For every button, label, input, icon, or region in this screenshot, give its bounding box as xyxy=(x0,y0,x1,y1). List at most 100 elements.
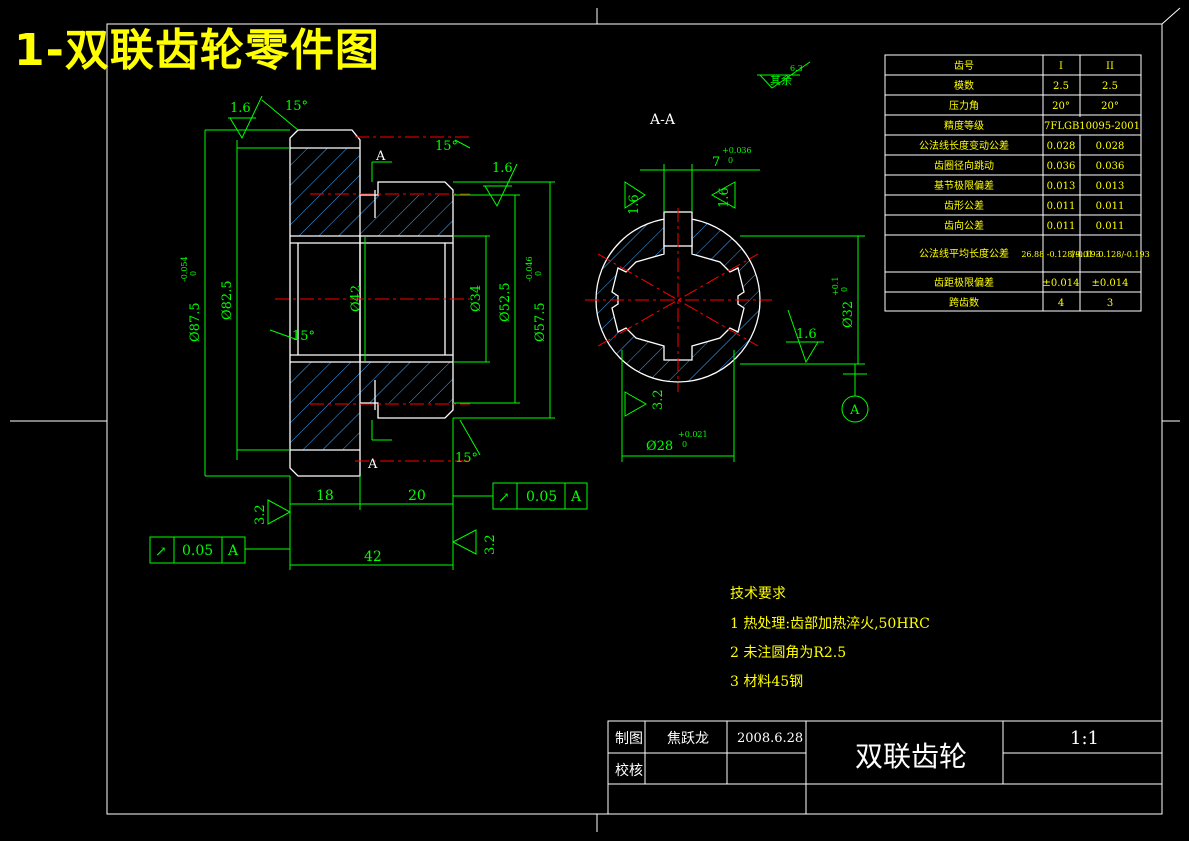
tech-item: 1 热处理:齿部加热淬火,50HRC xyxy=(730,616,930,632)
table-value: 0.036 xyxy=(1047,161,1076,172)
table-value: ±0.014 xyxy=(1091,278,1128,289)
dim-d28-tol0: 0 xyxy=(682,440,687,449)
table-label: 精度等级 xyxy=(944,119,984,132)
page-title: 1-双联齿轮零件图 xyxy=(14,25,380,76)
spline-dimension-lines xyxy=(621,164,869,462)
table-label: 公法线长度变动公差 xyxy=(919,139,1009,152)
dim-d57-5-tol0: 0 xyxy=(534,271,543,276)
angle-3: 15° xyxy=(435,139,458,154)
table-header-2: II xyxy=(1106,61,1114,72)
dim-d57-5-tol: -0.046 xyxy=(525,256,534,282)
roughness-symbols xyxy=(228,61,811,555)
title-block-text: 制图 焦跃龙 2008.6.28 校核 双联齿轮 1:1 xyxy=(615,728,1099,779)
tech-heading: 技术要求 xyxy=(730,586,786,602)
table-value: ±0.014 xyxy=(1042,278,1079,289)
table-value: 0.011 xyxy=(1096,221,1125,232)
cut-label-top: A xyxy=(375,149,386,164)
spline-centerlines xyxy=(585,208,772,392)
roughness-1: 1.6 xyxy=(230,101,251,116)
drawn-name: 焦跃龙 xyxy=(667,731,709,747)
dim-d87-5-tol: -0.054 xyxy=(180,256,189,282)
dim-d32-tol: +0.1 xyxy=(831,277,840,296)
table-value: 3 xyxy=(1107,298,1113,309)
gdt-frame-1: ↗ 0.05 A xyxy=(149,536,246,564)
roughness-4: 3.2 xyxy=(483,534,498,555)
table-value: 2.5 xyxy=(1102,81,1118,92)
table-label: 齿向公差 xyxy=(944,219,984,232)
gdt-2-datum: A xyxy=(570,489,582,505)
table-header-1: I xyxy=(1059,61,1063,72)
table-value: 26.88 -0.128/-0.193 xyxy=(1021,250,1100,259)
dim-key-7-tol: +0.036 xyxy=(722,146,752,155)
dim-d34: Ø34 xyxy=(469,285,484,312)
table-value: 0.011 xyxy=(1096,201,1125,212)
dim-d28-tol: +0.021 xyxy=(678,430,708,439)
cut-label-bottom: A xyxy=(367,457,378,472)
gdt-2-value: 0.05 xyxy=(526,489,557,505)
dimension-texts: 其余 6.3 A-A A A A 1.6 1.6 3.2 3.2 1.6 1.6… xyxy=(180,64,860,565)
roughness-6: 1.6 xyxy=(717,187,732,208)
dim-d32-tol0: 0 xyxy=(840,287,849,292)
angle-1: 15° xyxy=(285,99,308,114)
roughness-5: 1.6 xyxy=(627,194,642,215)
gear-table-text: 齿号 I II 模数 2.5 2.5 压力角 20° 20° 精度等级 7FLG… xyxy=(919,60,1150,309)
gdt-1-datum: A xyxy=(227,543,239,559)
table-label: 跨齿数 xyxy=(949,296,979,309)
dim-d82-5: Ø82.5 xyxy=(220,280,235,320)
dim-d87-5-tol0: 0 xyxy=(189,271,198,276)
table-label: 齿距极限偏差 xyxy=(934,276,994,289)
drawn-label: 制图 xyxy=(615,731,643,747)
table-label: 模数 xyxy=(954,79,974,92)
table-label: 压力角 xyxy=(949,99,979,112)
gdt-1-symbol: ↗ xyxy=(155,544,167,560)
drawing-frame xyxy=(10,7,1181,832)
tech-item: 2 未注圆角为R2.5 xyxy=(730,645,846,661)
table-value: 4 xyxy=(1058,298,1064,309)
gdt-2-symbol: ↗ xyxy=(498,490,510,506)
angle-2: 15° xyxy=(292,329,315,344)
section-centerlines xyxy=(275,136,470,462)
table-value: 7FLGB10095-2001 xyxy=(1044,121,1140,132)
table-label: 公法线平均长度公差 xyxy=(919,247,1009,260)
section-dimension-lines xyxy=(204,99,555,570)
part-name: 双联齿轮 xyxy=(855,740,967,773)
table-value: 19.01 -0.128/-0.193 xyxy=(1070,250,1149,259)
section-view-outline xyxy=(289,129,454,477)
technical-requirements: 技术要求 1 热处理:齿部加热淬火,50HRC 2 未注圆角为R2.5 3 材料… xyxy=(730,586,930,690)
section-view-hatch xyxy=(290,148,453,450)
dim-len-20: 20 xyxy=(408,488,426,504)
table-value: 0.013 xyxy=(1047,181,1076,192)
dim-d57-5: Ø57.5 xyxy=(533,302,548,342)
roughness-7: 1.6 xyxy=(796,327,817,342)
title-block xyxy=(607,720,1163,815)
table-label: 基节极限偏差 xyxy=(934,179,994,192)
surface-finish-other: 其余 xyxy=(770,73,792,87)
dim-d87-5: Ø87.5 xyxy=(188,302,203,342)
angle-4: 15° xyxy=(455,451,478,466)
gdt-1-value: 0.05 xyxy=(182,543,213,559)
table-value: 20° xyxy=(1052,101,1070,112)
dim-key-7: 7 xyxy=(712,155,720,170)
table-header-0: 齿号 xyxy=(954,60,974,72)
dim-d42: Ø42 xyxy=(349,285,364,312)
surface-finish-other-value: 6.3 xyxy=(790,64,803,73)
table-value: 0.011 xyxy=(1047,221,1076,232)
drawn-date: 2008.6.28 xyxy=(737,731,803,746)
scale: 1:1 xyxy=(1070,728,1099,749)
gear-parameter-table xyxy=(884,54,1142,312)
table-label: 齿形公差 xyxy=(944,199,984,212)
dim-len-18: 18 xyxy=(316,488,334,504)
dim-len-42: 42 xyxy=(364,549,382,565)
table-value: 0.028 xyxy=(1096,141,1125,152)
table-value: 0.013 xyxy=(1096,181,1125,192)
gdt-frame-2: ↗ 0.05 A xyxy=(492,482,588,510)
section-label: A-A xyxy=(649,112,676,128)
dim-d32: Ø32 xyxy=(841,301,856,328)
table-label: 齿圈径向跳动 xyxy=(934,159,994,172)
table-value: 0.028 xyxy=(1047,141,1076,152)
dim-key-7-tol0: 0 xyxy=(728,156,733,165)
roughness-8: 3.2 xyxy=(651,389,666,410)
table-value: 20° xyxy=(1101,101,1119,112)
check-label: 校核 xyxy=(615,762,643,779)
